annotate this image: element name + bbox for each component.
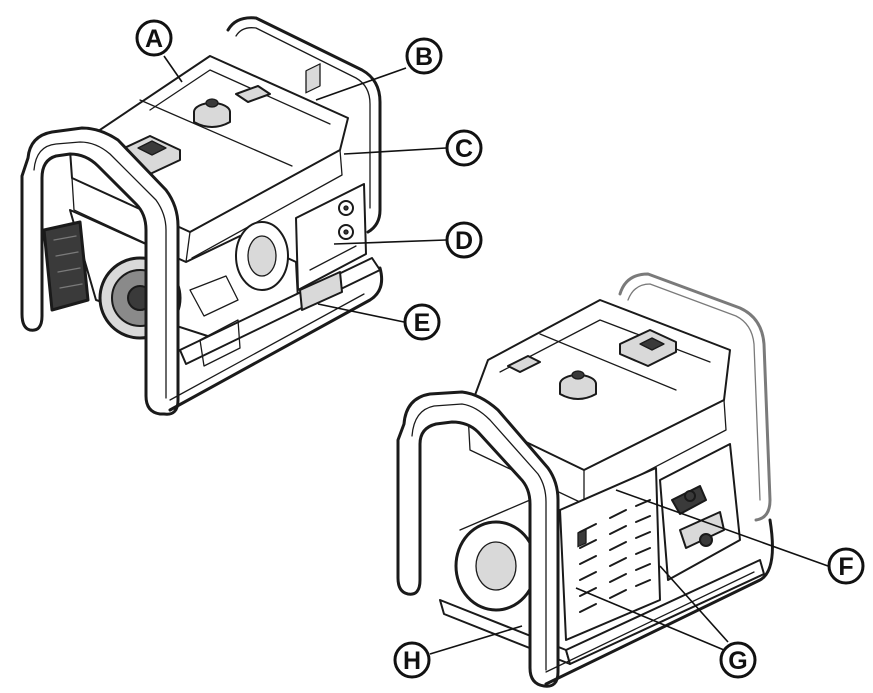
callout-d: D bbox=[445, 221, 483, 259]
callout-a-circle bbox=[135, 19, 173, 57]
callout-h-label: H bbox=[403, 647, 421, 675]
callout-c-label: C bbox=[455, 135, 473, 163]
leader-line-d bbox=[333, 239, 447, 245]
callout-b: B bbox=[405, 37, 443, 75]
callout-f: F bbox=[827, 547, 865, 585]
leader-line-e bbox=[317, 303, 405, 323]
callout-f-label: F bbox=[838, 553, 853, 581]
leader-line-h bbox=[429, 625, 523, 655]
muffler bbox=[559, 467, 661, 641]
leader-line-f bbox=[615, 489, 829, 567]
callout-d-label: D bbox=[455, 227, 473, 255]
frame-tube-front bbox=[396, 390, 560, 688]
callout-g-label: G bbox=[728, 647, 747, 675]
callout-f-circle bbox=[827, 547, 865, 585]
leader-line-g2 bbox=[575, 587, 725, 651]
callout-g-circle bbox=[719, 641, 757, 679]
callout-a: A bbox=[135, 19, 173, 57]
callout-b-label: B bbox=[415, 43, 433, 71]
leader-line-b bbox=[315, 67, 407, 101]
air-filter bbox=[42, 220, 90, 312]
callout-a-label: A bbox=[145, 25, 163, 53]
callout-c-circle bbox=[445, 129, 483, 167]
leader-line-g bbox=[659, 565, 729, 643]
callout-b-circle bbox=[405, 37, 443, 75]
callout-e-circle bbox=[403, 303, 441, 341]
leader-lines bbox=[163, 55, 829, 655]
callout-h-circle bbox=[393, 641, 431, 679]
generator-front-view bbox=[20, 16, 384, 416]
callout-d-circle bbox=[445, 221, 483, 259]
callout-h: H bbox=[393, 641, 431, 679]
fuel-gauge bbox=[235, 85, 271, 103]
leader-line-a bbox=[163, 55, 183, 83]
callout-c: C bbox=[445, 129, 483, 167]
frame-tube-front bbox=[20, 126, 180, 416]
callout-e-label: E bbox=[414, 309, 431, 337]
callout-g: G bbox=[719, 641, 757, 679]
generator-rear-view bbox=[396, 272, 774, 688]
leader-line-c bbox=[343, 147, 447, 155]
callout-e: E bbox=[403, 303, 441, 341]
